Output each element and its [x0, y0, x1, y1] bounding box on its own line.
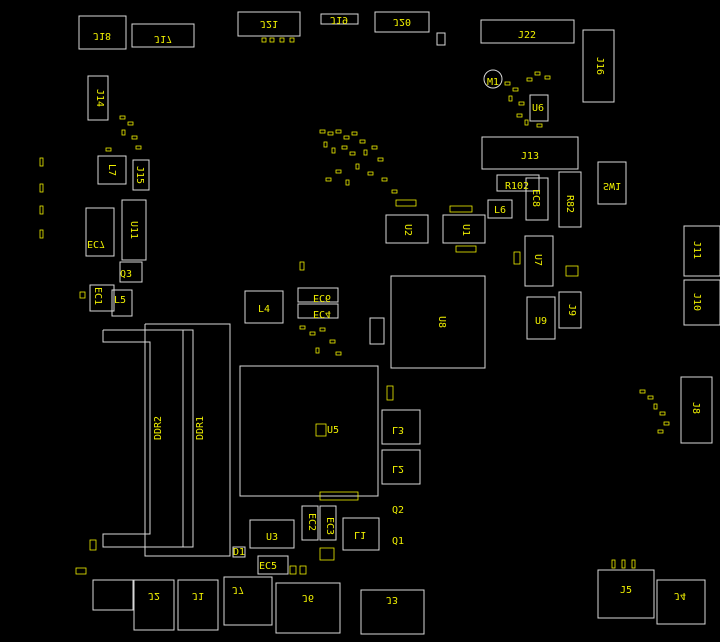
label-j1: J1	[192, 590, 204, 601]
label-l6: L6	[494, 205, 506, 216]
label-ec2: EC2	[306, 513, 317, 531]
label-sw1: SW1	[603, 180, 621, 191]
label-u1: U1	[460, 224, 471, 236]
label-q1: Q1	[392, 536, 404, 547]
label-ec6: EC6	[313, 292, 331, 303]
label-l3: L3	[392, 424, 404, 435]
label-l4: L4	[258, 304, 270, 315]
label-l1: L1	[354, 529, 366, 540]
label-u8: U8	[436, 316, 447, 328]
label-j21: J21	[260, 18, 278, 29]
label-q3: Q3	[120, 269, 132, 280]
label-m1: M1	[487, 77, 499, 88]
label-d1: D1	[233, 547, 245, 558]
label-u5: U5	[327, 425, 339, 436]
label-ec5: EC5	[259, 561, 277, 572]
label-j10: J10	[691, 293, 702, 311]
label-j17: J17	[154, 33, 172, 44]
label-j7: J7	[232, 584, 244, 595]
label-ec8: EC8	[530, 189, 541, 207]
label-u2: U2	[402, 224, 413, 236]
label-r82: R82	[564, 195, 575, 213]
label-j8: J8	[690, 402, 701, 414]
label-j14: J14	[94, 89, 105, 107]
label-u7: U7	[532, 254, 543, 266]
label-u3: U3	[266, 532, 278, 543]
label-l5: L5	[114, 295, 126, 306]
label-ec1: EC1	[92, 287, 103, 305]
label-l2: L2	[392, 463, 404, 474]
label-j4: J4	[674, 590, 686, 601]
label-j9: J9	[566, 304, 577, 316]
label-l7: L7	[106, 164, 117, 176]
label-ddr1: DDR1	[195, 416, 206, 440]
label-j15: J15	[134, 166, 145, 184]
component-outlines	[78, 11, 720, 635]
label-u11: U11	[128, 221, 139, 239]
label-j6: J6	[302, 592, 314, 603]
smd-pads	[39, 37, 670, 575]
label-j13: J13	[521, 151, 539, 162]
label-ec3: EC3	[324, 517, 335, 535]
label-j19: J19	[330, 14, 348, 25]
label-j5: J5	[620, 585, 632, 596]
label-j22: J22	[518, 30, 536, 41]
label-r102: R102	[505, 181, 529, 192]
label-j2: J2	[148, 590, 160, 601]
label-u6: U6	[532, 103, 544, 114]
label-j16: J16	[594, 57, 605, 75]
label-j18: J18	[93, 30, 111, 41]
label-j3: J3	[386, 594, 398, 605]
label-u9: U9	[535, 316, 547, 327]
label-ec7: EC7	[87, 238, 105, 249]
label-j20: J20	[393, 16, 411, 27]
label-ec4: EC4	[313, 308, 331, 319]
label-q2: Q2	[392, 505, 404, 516]
label-j11: J11	[691, 241, 702, 259]
label-ddr2: DDR2	[153, 416, 164, 440]
